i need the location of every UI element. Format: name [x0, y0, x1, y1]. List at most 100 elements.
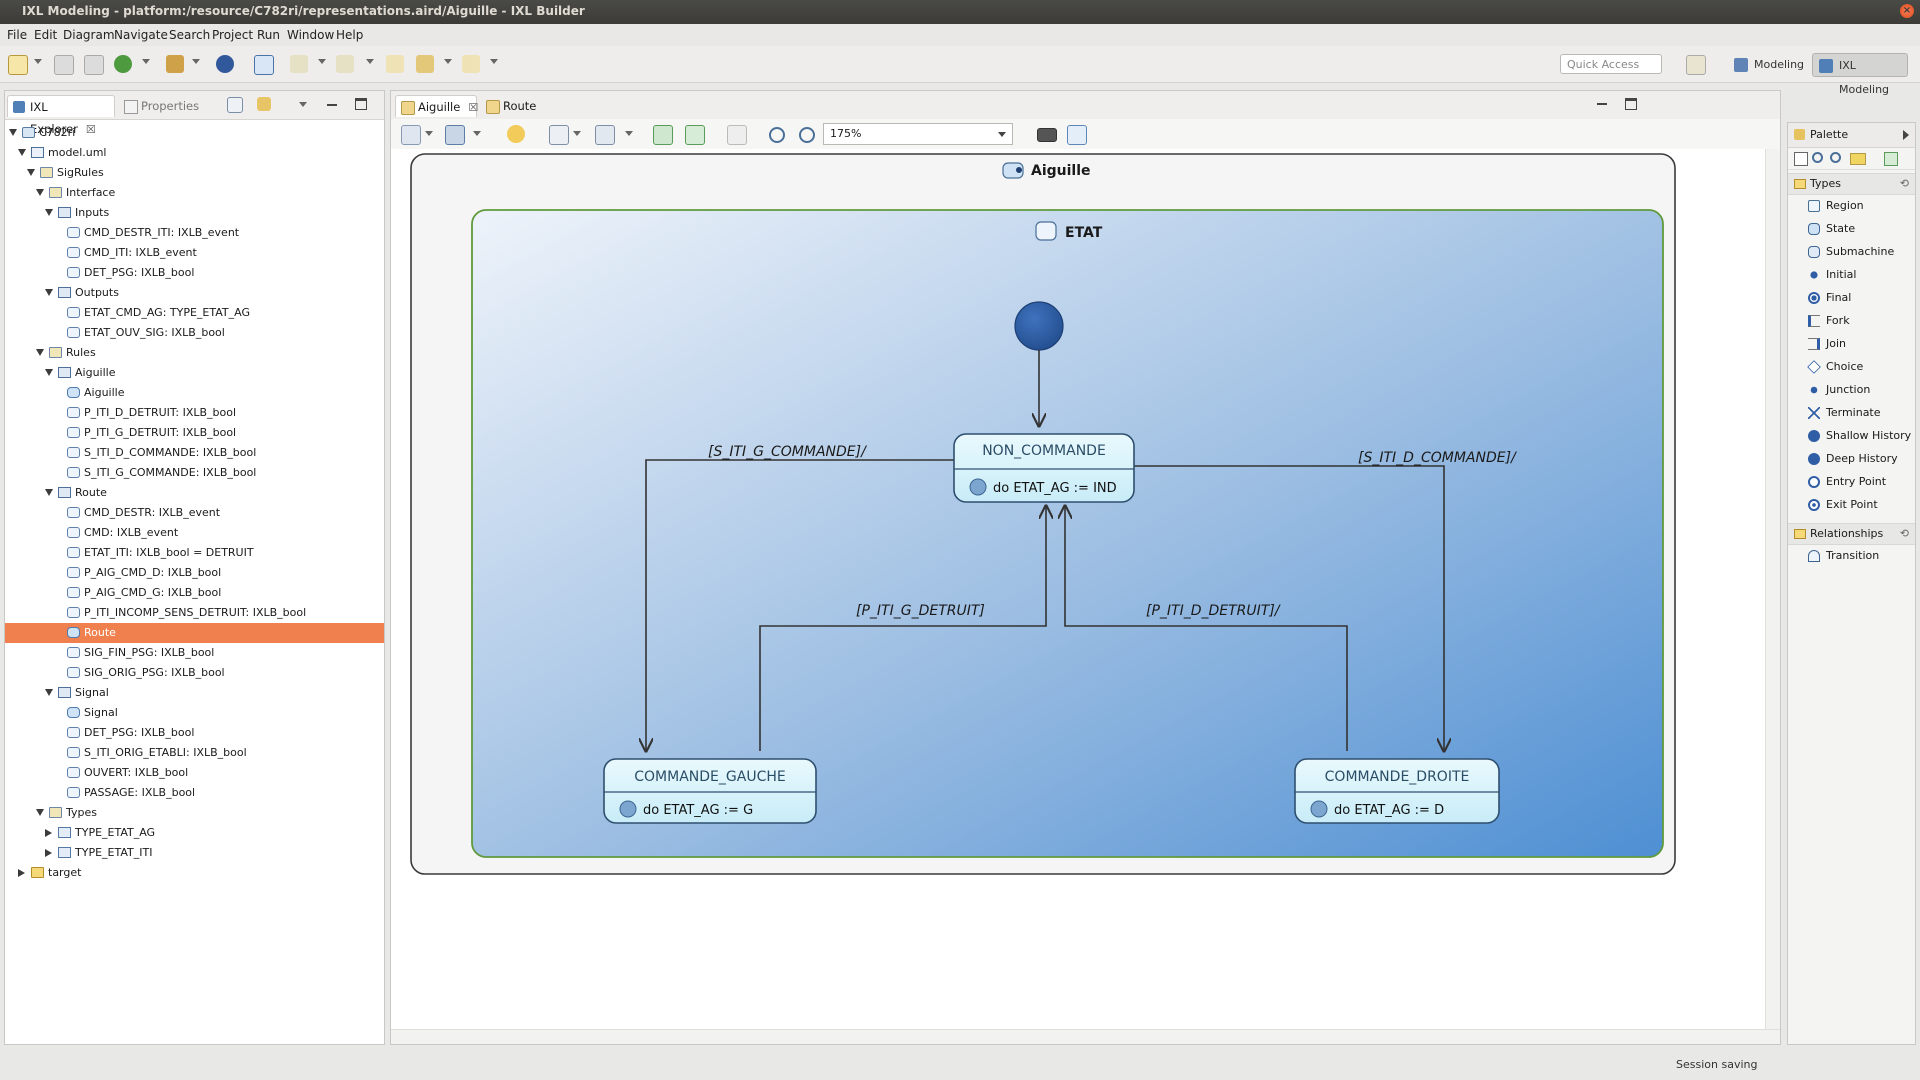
palette-item-submachine[interactable]: Submachine [1788, 241, 1915, 263]
tree-item[interactable]: CMD_DESTR: IXLB_event [5, 503, 384, 523]
tree-item[interactable]: CMD_DESTR_ITI: IXLB_event [5, 223, 384, 243]
palette-item-fork[interactable]: Fork [1788, 310, 1915, 332]
next-annotation-dropdown-icon[interactable] [318, 59, 326, 64]
diagram-layout-icon[interactable] [1067, 125, 1087, 145]
expand-down-icon[interactable] [36, 349, 44, 356]
tree-item[interactable]: P_AIG_CMD_G: IXLB_bool [5, 583, 384, 603]
tab-properties[interactable]: Properties [119, 95, 209, 117]
expand-down-icon[interactable] [45, 489, 53, 496]
tree-item[interactable]: Outputs [5, 283, 384, 303]
tree-item[interactable]: Types [5, 803, 384, 823]
diagram-canvas[interactable]: Aiguille ETAT [S_ITI_G_COMMANDE]/ [S_ITI… [391, 149, 1780, 1029]
link-tool-icon[interactable] [1884, 152, 1898, 166]
palette-item-join[interactable]: Join [1788, 333, 1915, 355]
guard-s-iti-d-commande[interactable]: [S_ITI_D_COMMANDE]/ [1358, 450, 1517, 466]
tree-item[interactable]: Signal [5, 703, 384, 723]
expand-down-icon[interactable] [9, 129, 17, 136]
tools-icon[interactable] [166, 55, 184, 73]
expand-down-icon[interactable] [36, 189, 44, 196]
transition-to-droite[interactable] [1134, 465, 1444, 751]
tree-item[interactable]: Aiguille [5, 383, 384, 403]
close-icon[interactable]: ☒ [468, 101, 479, 114]
select-all-icon[interactable] [445, 125, 465, 145]
tree-item[interactable]: ETAT_ITI: IXLB_bool = DETRUIT [5, 543, 384, 563]
tree-item[interactable]: DET_PSG: IXLB_bool [5, 263, 384, 283]
palette-item-deep-history[interactable]: Deep History [1788, 448, 1915, 470]
console-icon[interactable] [254, 55, 274, 75]
menu-edit[interactable]: Edit [34, 28, 58, 42]
menu-project[interactable]: Project [212, 28, 254, 42]
menu-run[interactable]: Run [257, 28, 281, 42]
menu-diagram[interactable]: Diagram [63, 28, 115, 42]
tree-item[interactable]: ETAT_CMD_AG: TYPE_ETAT_AG [5, 303, 384, 323]
save-icon[interactable] [54, 55, 74, 75]
delete-icon[interactable] [727, 125, 747, 145]
tree-item[interactable]: S_ITI_D_COMMANDE: IXLB_bool [5, 443, 384, 463]
menu-window[interactable]: Window [287, 28, 335, 42]
window-close-button[interactable]: × [1900, 4, 1914, 18]
initial-node[interactable] [1014, 301, 1064, 351]
tree-item[interactable]: Aiguille [5, 363, 384, 383]
expand-down-icon[interactable] [45, 209, 53, 216]
menu-search[interactable]: Search [169, 28, 211, 42]
export-icon[interactable] [685, 125, 705, 145]
palette-group-relationships[interactable]: Relationships⟲ [1788, 523, 1915, 545]
run-dropdown-icon[interactable] [142, 59, 150, 64]
expand-down-icon[interactable] [36, 809, 44, 816]
palette-item-state[interactable]: State [1788, 218, 1915, 240]
tab-aiguille[interactable]: Aiguille☒ [395, 95, 479, 117]
tree-item[interactable]: Inputs [5, 203, 384, 223]
palette-item-initial[interactable]: Initial [1788, 264, 1915, 286]
tree-item[interactable]: target [5, 863, 384, 883]
view-menu-icon[interactable] [299, 102, 307, 107]
palette-item-entry-point[interactable]: Entry Point [1788, 471, 1915, 493]
tree-item[interactable]: SigRules [5, 163, 384, 183]
menu-navigate[interactable]: Navigate [114, 28, 168, 42]
select-dropdown-icon[interactable] [473, 131, 481, 136]
perspective-modeling[interactable]: Modeling [1728, 53, 1810, 77]
chevron-down-icon[interactable] [998, 132, 1006, 137]
region-etat[interactable] [471, 209, 1664, 858]
tree-item[interactable]: Signal [5, 683, 384, 703]
guard-p-iti-g-detruit[interactable]: [P_ITI_G_DETRUIT] [856, 603, 985, 619]
forward-icon[interactable] [462, 55, 480, 73]
state-commande-gauche[interactable]: COMMANDE_GAUCHE do ETAT_AG := G [603, 758, 817, 824]
expand-right-icon[interactable] [45, 849, 52, 857]
maximize-icon[interactable] [1625, 98, 1637, 110]
last-edit-icon[interactable] [386, 55, 404, 73]
tab-ixl-explorer[interactable]: IXL Explorer☒ [7, 95, 115, 136]
transition-from-droite[interactable] [1065, 506, 1348, 751]
tree-item[interactable]: P_ITI_G_DETRUIT: IXLB_bool [5, 423, 384, 443]
transition-to-gauche[interactable] [646, 459, 954, 751]
menu-help[interactable]: Help [336, 28, 364, 42]
palette-item-terminate[interactable]: Terminate [1788, 402, 1915, 424]
tree-item[interactable]: Rules [5, 343, 384, 363]
tree-item[interactable]: S_ITI_G_COMMANDE: IXLB_bool [5, 463, 384, 483]
minimize-icon[interactable] [327, 104, 337, 106]
expand-down-icon[interactable] [27, 169, 35, 176]
tree-item[interactable]: OUVERT: IXLB_bool [5, 763, 384, 783]
guard-p-iti-d-detruit[interactable]: [P_ITI_D_DETRUIT]/ [1146, 603, 1281, 619]
collapse-group-icon[interactable]: ⟲ [1899, 527, 1909, 540]
palette-group-types[interactable]: Types⟲ [1788, 173, 1915, 195]
tree-item[interactable]: CMD: IXLB_event [5, 523, 384, 543]
tree-item[interactable]: CMD_ITI: IXLB_event [5, 243, 384, 263]
tree-item[interactable]: Interface [5, 183, 384, 203]
maximize-icon[interactable] [355, 98, 367, 110]
tree-item[interactable]: P_ITI_D_DETRUIT: IXLB_bool [5, 403, 384, 423]
refresh-icon[interactable] [507, 125, 525, 143]
tree-item[interactable]: P_ITI_INCOMP_SENS_DETRUIT: IXLB_bool [5, 603, 384, 623]
save-all-icon[interactable] [84, 55, 104, 75]
run-icon[interactable] [114, 55, 132, 73]
zoom-out-icon[interactable] [799, 127, 815, 143]
zoom-in-tool-icon[interactable] [1812, 152, 1823, 163]
close-icon[interactable]: ☒ [85, 123, 96, 136]
tree-item[interactable]: TYPE_ETAT_ITI [5, 843, 384, 863]
back-dropdown-icon[interactable] [444, 59, 452, 64]
expand-down-icon[interactable] [45, 369, 53, 376]
layers-dropdown-icon[interactable] [573, 131, 581, 136]
tree-item[interactable]: P_AIG_CMD_D: IXLB_bool [5, 563, 384, 583]
transition-from-gauche[interactable] [759, 506, 1046, 751]
select-tool-icon[interactable] [1794, 152, 1808, 166]
palette-item-region[interactable]: Region [1788, 195, 1915, 217]
